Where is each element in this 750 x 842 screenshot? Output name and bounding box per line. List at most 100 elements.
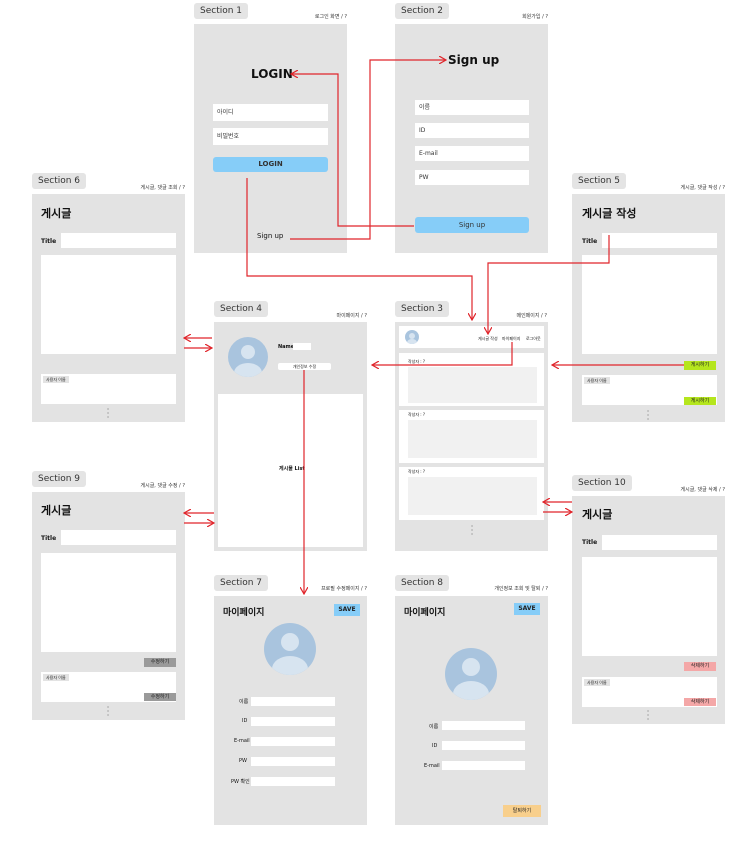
field-label-id: ID: [432, 743, 438, 749]
pw-field[interactable]: PW: [415, 170, 529, 185]
section-6-frame: 게시글 Title 사용자 이름 ···: [32, 194, 185, 422]
title-input[interactable]: [602, 233, 717, 248]
section-10-frame: 게시글 Title 삭제하기 사용자 이름 삭제하기 ···: [572, 496, 725, 724]
post-author: 작성자 : ?: [408, 359, 426, 364]
section-7-label: Section 7: [214, 575, 269, 591]
name-value: [293, 343, 311, 350]
more-dots: ···: [646, 407, 650, 424]
edit-profile-button[interactable]: 개인정보 수정: [278, 363, 331, 370]
section-9-label: Section 9: [32, 471, 87, 487]
post-content: [408, 477, 537, 515]
post-body-input[interactable]: [582, 255, 717, 354]
commenter-name: 사용자 이름: [43, 674, 69, 681]
email-field[interactable]: E-mail: [415, 146, 529, 161]
post-title: 게시글: [582, 508, 613, 521]
post-author: 작성자 : ?: [408, 469, 426, 474]
main-header: 게시글 작성 마이페이지 로그아웃: [399, 326, 544, 348]
post-body: [582, 557, 717, 656]
name-value: [442, 721, 525, 730]
title-label: Title: [582, 238, 598, 245]
comment-edit-button[interactable]: 수정하기: [144, 693, 176, 701]
name-field[interactable]: 이름: [415, 100, 529, 115]
user-avatar: [405, 330, 419, 344]
title-input[interactable]: [61, 530, 176, 545]
title-label: Title: [41, 535, 57, 542]
title-field: [602, 535, 717, 550]
section-5-label: Section 5: [572, 173, 627, 189]
commenter-name: 사용자 이름: [43, 376, 69, 383]
nav-mypage[interactable]: 마이페이지: [502, 336, 521, 341]
post-body: [41, 255, 176, 354]
title-field: [61, 233, 176, 248]
comment-submit-button[interactable]: 게시하기: [684, 397, 716, 405]
post-title: 게시글: [41, 504, 72, 517]
section-3-note: 메인페이지 / ?: [516, 313, 547, 319]
arrow-signup-to-login: [291, 74, 414, 227]
signup-button[interactable]: Sign up: [415, 217, 529, 233]
section-6-label: Section 6: [32, 173, 87, 189]
login-button[interactable]: LOGIN: [213, 157, 328, 172]
post-list-label: 게시물 List: [279, 466, 305, 472]
post-card-3[interactable]: 작성자 : ?: [399, 467, 544, 520]
field-label-pw: PW: [239, 758, 247, 764]
profile-avatar: [445, 648, 497, 700]
section-4-label: Section 4: [214, 301, 269, 317]
post-card-1[interactable]: 작성자 : ?: [399, 353, 544, 406]
signup-link[interactable]: Sign up: [257, 232, 284, 240]
email-input[interactable]: [251, 737, 335, 746]
pw-input[interactable]: [251, 757, 335, 766]
post-edit-button[interactable]: 수정하기: [144, 658, 176, 667]
section-8-label: Section 8: [395, 575, 450, 591]
section-10-note: 게시글, 댓글 삭제 / ?: [680, 487, 726, 493]
section-9-note: 게시글, 댓글 수정 / ?: [140, 483, 186, 489]
field-label-name: 이름: [239, 699, 249, 705]
section-1-label: Section 1: [194, 3, 249, 19]
arrow-signup-to-section2: [290, 60, 446, 240]
post-card-2[interactable]: 작성자 : ?: [399, 410, 544, 463]
section-3-frame: 게시글 작성 마이페이지 로그아웃 작성자 : ? 작성자 : ? 작성자 : …: [395, 322, 548, 551]
field-label-email: E-mail: [424, 763, 440, 769]
name-input[interactable]: [251, 697, 335, 706]
id-input[interactable]: [251, 717, 335, 726]
section-4-frame: Name 개인정보 수정 게시물 List: [214, 322, 367, 551]
section-10-label: Section 10: [572, 475, 632, 491]
nav-write-post[interactable]: 게시글 작성: [478, 336, 498, 341]
post-delete-button[interactable]: 삭제하기: [684, 662, 716, 671]
section-2-label: Section 2: [395, 3, 450, 19]
pw-confirm-input[interactable]: [251, 777, 335, 786]
withdraw-button[interactable]: 탈퇴하기: [503, 805, 541, 817]
save-button[interactable]: SAVE: [514, 603, 540, 615]
post-submit-button[interactable]: 게시하기: [684, 361, 716, 370]
section-9-frame: 게시글 Title 수정하기 사용자 이름 수정하기 ···: [32, 492, 185, 720]
section-5-note: 게시글, 댓글 작성 / ?: [680, 185, 726, 191]
title-label: Title: [582, 539, 598, 546]
post-author: 작성자 : ?: [408, 412, 426, 417]
post-content: [408, 367, 537, 403]
field-label-email: E-mail: [234, 738, 250, 744]
section-7-frame: 마이페이지 SAVE 이름 ID E-mail PW PW 확인: [214, 596, 367, 825]
section-4-note: 마이페이지 / ?: [336, 313, 367, 319]
section-6-note: 게시글, 댓글 조회 / ?: [140, 185, 186, 191]
nav-logout[interactable]: 로그아웃: [526, 336, 541, 341]
section-2-frame: Sign up 이름 ID E-mail PW Sign up: [395, 24, 548, 253]
post-content: [408, 420, 537, 458]
id-field[interactable]: ID: [415, 123, 529, 138]
commenter-name: 사용자 이름: [584, 377, 610, 384]
comment-delete-button[interactable]: 삭제하기: [684, 698, 716, 706]
more-dots: ···: [106, 703, 110, 720]
signup-title: Sign up: [448, 53, 500, 67]
id-input[interactable]: 아이디: [213, 104, 328, 121]
section-5-frame: 게시글 작성 Title 게시하기 사용자 이름 게시하기 ···: [572, 194, 725, 424]
post-body-input[interactable]: [41, 553, 176, 652]
comment-box: 사용자 이름: [41, 374, 176, 404]
password-input[interactable]: 비밀번호: [213, 128, 328, 145]
mypage-title: 마이페이지: [404, 608, 446, 618]
profile-name: Name: [278, 344, 295, 350]
login-title: LOGIN: [251, 67, 293, 81]
title-label: Title: [41, 238, 57, 245]
profile-avatar: [264, 623, 316, 675]
section-7-note: 프로필 수정페이지 / ?: [321, 586, 367, 592]
save-button[interactable]: SAVE: [334, 604, 360, 616]
section-3-label: Section 3: [395, 301, 450, 317]
